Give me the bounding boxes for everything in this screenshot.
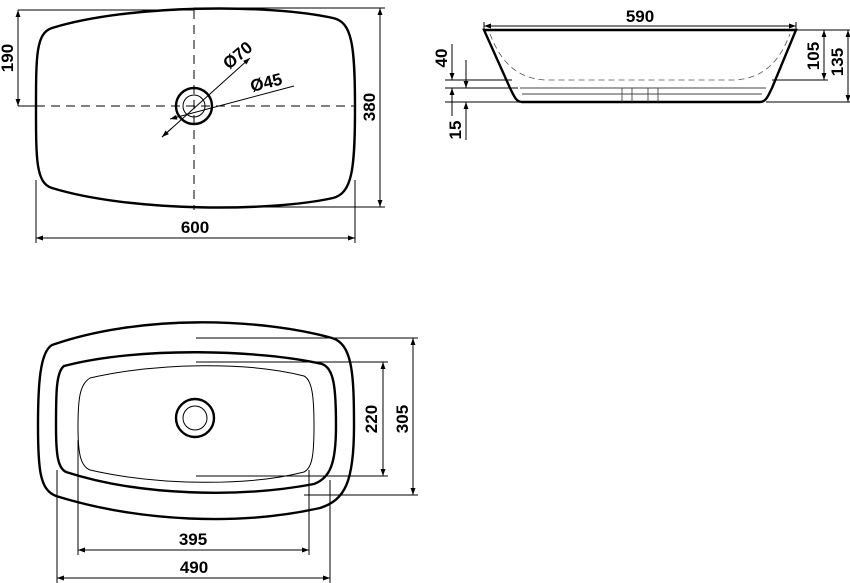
dim-label-15: 15 xyxy=(446,121,465,140)
dim-label-590: 590 xyxy=(626,7,654,26)
dim-label-135: 135 xyxy=(828,48,847,76)
dim-label-490: 490 xyxy=(180,558,208,577)
bottom-drain-inner-circle xyxy=(182,405,208,431)
top-view: Ø70 Ø45 190 380 600 xyxy=(0,7,385,243)
bottom-view-inner-outline xyxy=(77,365,315,483)
dim-label-380: 380 xyxy=(360,93,379,121)
bottom-view-mid-outline xyxy=(54,351,338,494)
drain-outer-diameter-label: Ø70 xyxy=(219,38,256,73)
dim-label-305: 305 xyxy=(393,405,412,433)
dim-label-40: 40 xyxy=(432,49,451,68)
bottom-drain-outer-circle xyxy=(174,397,216,439)
drain-inner-diameter-label: Ø45 xyxy=(248,70,284,96)
side-view-inner-contour xyxy=(489,33,791,81)
side-view-basin-outline xyxy=(482,28,798,104)
dim-label-395: 395 xyxy=(179,530,207,549)
drain-inner-leader xyxy=(169,85,295,120)
top-view-basin-outline xyxy=(34,7,357,209)
drain-outer-circle xyxy=(174,86,214,126)
drain-outer-leader xyxy=(161,57,251,138)
dim-label-190: 190 xyxy=(0,44,17,72)
dim-label-600: 600 xyxy=(181,218,209,237)
dim-label-105: 105 xyxy=(804,42,823,70)
bottom-view: 220 305 395 490 xyxy=(36,321,418,583)
drain-inner-circle xyxy=(182,94,206,118)
dim-label-220: 220 xyxy=(362,405,381,433)
bottom-view-outer-outline xyxy=(36,321,356,521)
side-view: 590 105 135 40 15 xyxy=(432,7,850,140)
